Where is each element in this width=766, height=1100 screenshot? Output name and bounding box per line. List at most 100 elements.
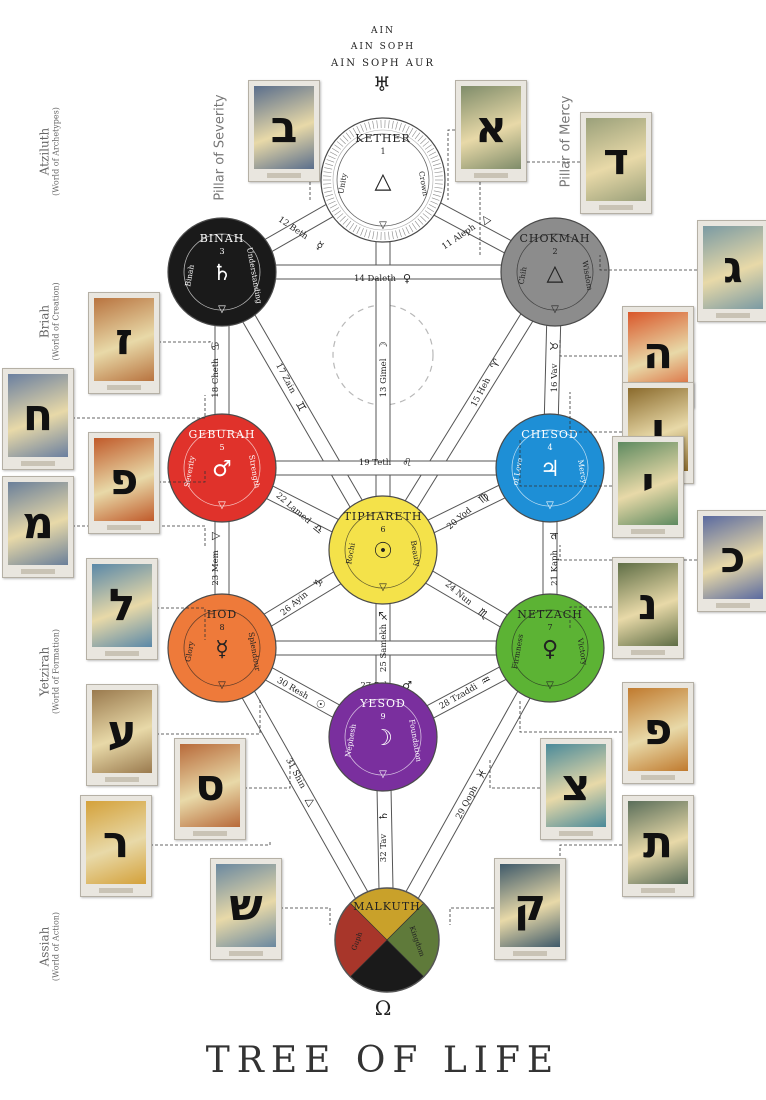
sephirah-inner-ring bbox=[336, 133, 430, 227]
card-connector bbox=[449, 907, 494, 925]
hebrew-letter: נ bbox=[638, 579, 658, 630]
sephirah-attribute: Rochi bbox=[344, 542, 357, 565]
tarot-card: ש bbox=[210, 858, 282, 960]
card-caption bbox=[631, 529, 665, 534]
card-connector bbox=[158, 470, 206, 483]
kether-ray bbox=[328, 200, 336, 205]
path-label-16: 16 Vav♉ bbox=[548, 341, 561, 392]
kether-ray bbox=[364, 122, 368, 131]
kether-ray bbox=[323, 183, 332, 185]
sephirah-number: 7 bbox=[547, 623, 552, 632]
path-label-text: 19 Teth bbox=[359, 458, 392, 468]
element-symbol-icon: ▽ bbox=[218, 680, 226, 691]
card-caption bbox=[105, 651, 139, 656]
card-art bbox=[8, 374, 68, 457]
card-art bbox=[216, 864, 276, 947]
kether-ray bbox=[426, 207, 435, 213]
card-caption bbox=[474, 173, 508, 178]
kether-ray bbox=[368, 230, 371, 239]
planet-symbol-icon: ♃ bbox=[540, 457, 560, 482]
omega-symbol: Ω bbox=[374, 996, 392, 1020]
card-art bbox=[8, 482, 68, 565]
kether-ray bbox=[328, 155, 336, 160]
path-symbol-icon: ♌ bbox=[402, 456, 412, 469]
kether-ray bbox=[395, 230, 398, 239]
path-label-text: 16 Vav bbox=[550, 363, 560, 392]
card-caption bbox=[716, 313, 750, 318]
card-connector bbox=[519, 700, 622, 733]
kether-ray bbox=[323, 171, 332, 174]
kether-ray bbox=[388, 120, 390, 129]
world-atziluth: Atziluth (World of Archetypes) bbox=[38, 97, 61, 207]
path-label-23: 23 Mem▽ bbox=[209, 531, 222, 585]
hebrew-letter: ב bbox=[270, 102, 298, 153]
sephirah-number: 8 bbox=[219, 623, 224, 632]
element-symbol-icon: ▽ bbox=[379, 769, 387, 780]
card-connector bbox=[280, 907, 331, 925]
planet-symbol-icon: ♄ bbox=[212, 261, 232, 286]
path-label-30: 30 Resh☉ bbox=[275, 676, 328, 713]
card-connector bbox=[156, 700, 261, 735]
path-label-18: 18 Cheth♋ bbox=[209, 341, 222, 398]
sephirah-inner-ring bbox=[511, 429, 589, 507]
world-briah: Briah (World of Creation) bbox=[38, 267, 61, 377]
path-label-text: 32 Tav bbox=[379, 834, 389, 863]
card-connector bbox=[569, 392, 622, 433]
card-art bbox=[86, 801, 146, 884]
tarot-card: ג bbox=[697, 220, 766, 322]
kether-ray bbox=[364, 229, 368, 238]
kether-ray bbox=[432, 163, 441, 166]
kether-inner bbox=[332, 129, 434, 231]
kether-ray bbox=[391, 120, 394, 129]
kether-ray bbox=[402, 228, 406, 236]
kether-ray bbox=[424, 210, 432, 216]
sephirah-attribute: Mercy bbox=[576, 459, 589, 485]
kether-ray bbox=[325, 194, 334, 197]
kether-ray bbox=[431, 197, 440, 201]
hebrew-letter: ר bbox=[102, 817, 130, 868]
pillar-of-severity-label: Pillar of Severity bbox=[212, 94, 228, 201]
kether-ray bbox=[433, 167, 442, 170]
card-connector bbox=[156, 607, 206, 640]
ain-soph-aur-label: AIN SOPH AUR bbox=[331, 58, 435, 69]
path-label-28: 28 Tzaddi♒ bbox=[438, 672, 494, 711]
card-caption bbox=[716, 603, 750, 608]
path-label-text: 14 Daleth bbox=[354, 274, 397, 284]
card-connector bbox=[559, 844, 622, 860]
tarot-card: מ bbox=[2, 476, 74, 578]
kether-ray bbox=[411, 222, 417, 230]
kether-ray bbox=[326, 197, 335, 201]
world-name: Atziluth bbox=[37, 127, 52, 176]
uranus-symbol: ♅ bbox=[373, 72, 393, 96]
hebrew-letter: י bbox=[641, 458, 655, 509]
sephirah-attribute: Chih bbox=[517, 266, 529, 285]
sephirah-name: CHESOD bbox=[521, 428, 578, 441]
path-label-19: 19 Teth ♌ bbox=[359, 456, 412, 469]
card-art bbox=[94, 438, 154, 521]
planet-symbol-icon: ☿ bbox=[215, 637, 229, 662]
planet-symbol-icon: △ bbox=[547, 261, 564, 286]
world-name: Briah bbox=[37, 304, 52, 339]
kether-ray bbox=[356, 125, 361, 134]
element-symbol-icon: ▽ bbox=[218, 500, 226, 511]
path-symbol-icon: ♂ bbox=[402, 679, 412, 692]
kether-ray bbox=[411, 130, 417, 138]
element-symbol-icon: ▽ bbox=[546, 500, 554, 511]
path-label-21: 21 Kaph♃ bbox=[548, 531, 561, 586]
kether-ray bbox=[339, 138, 346, 145]
element-symbol-icon: ▽ bbox=[546, 680, 554, 691]
kether-ray bbox=[420, 138, 427, 145]
card-caption bbox=[631, 650, 665, 655]
sephirah-name: BINAH bbox=[200, 232, 245, 245]
element-symbol-icon: ▽ bbox=[551, 304, 559, 315]
card-art bbox=[628, 801, 688, 884]
world-subtitle: (World of Action) bbox=[51, 911, 61, 982]
element-symbol-icon: ▽ bbox=[218, 304, 226, 315]
sephirah-inner-ring bbox=[344, 698, 422, 776]
card-connector bbox=[489, 760, 540, 789]
card-caption bbox=[267, 173, 301, 178]
